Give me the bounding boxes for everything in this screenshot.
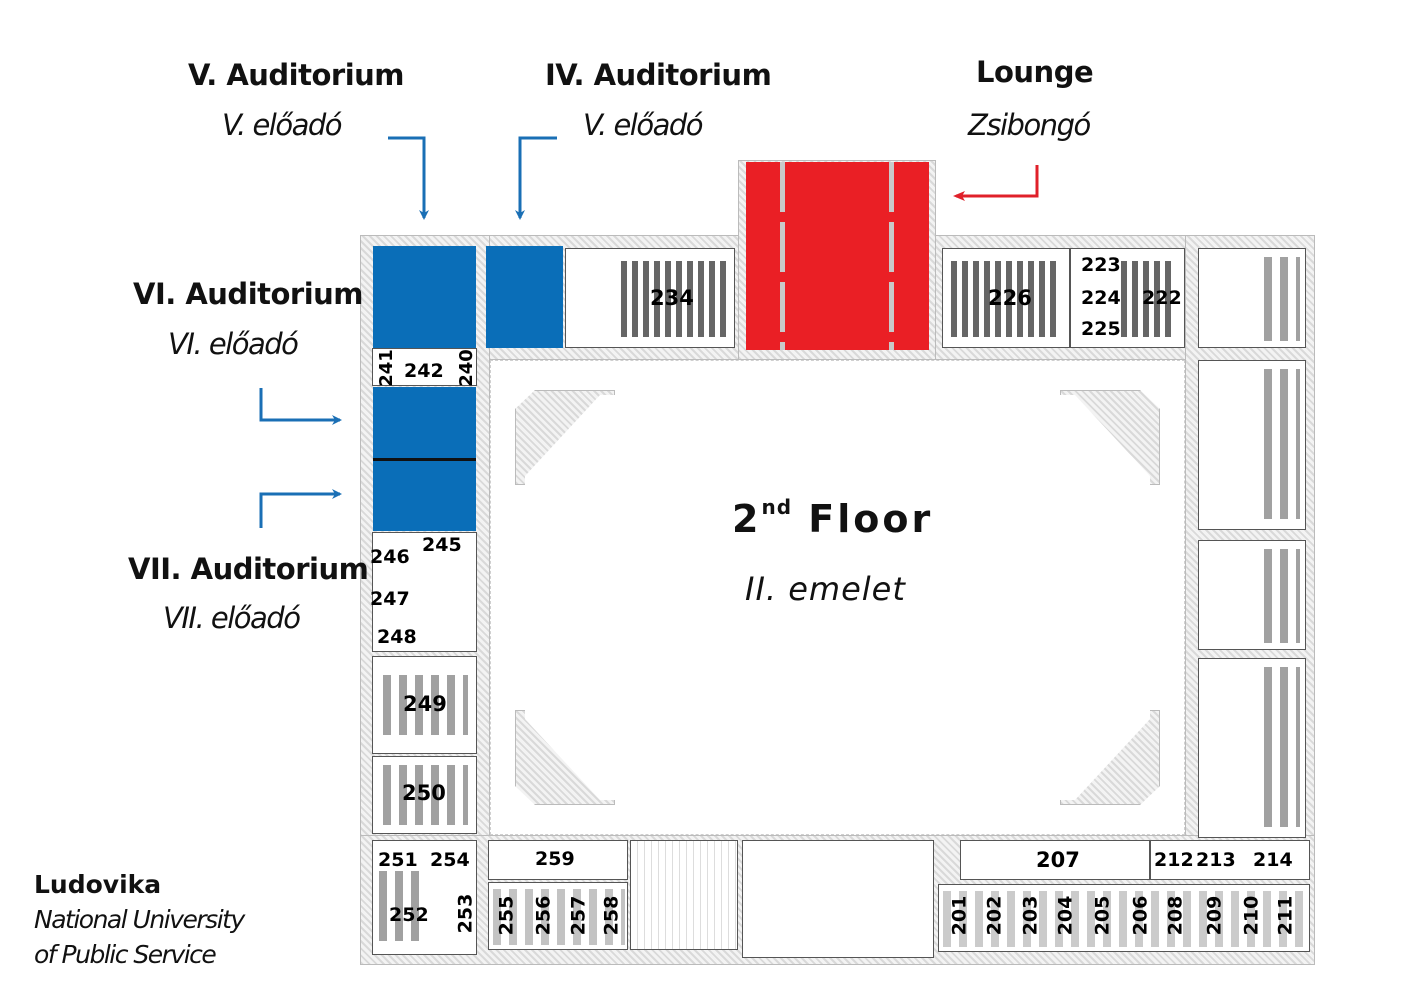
room-label-246: 246 <box>370 546 410 568</box>
lounge-arrow <box>953 165 1039 201</box>
east-offices-south <box>1198 658 1306 838</box>
room-label-234: 234 <box>650 286 694 310</box>
room-label-259: 259 <box>535 848 575 870</box>
iv-auditorium-title: IV. Auditorium <box>545 58 772 92</box>
room-label-222: 222 <box>1142 287 1182 309</box>
v-auditorium-area[interactable] <box>373 246 476 348</box>
vii-auditorium-subtitle: VII. előadó <box>163 601 301 635</box>
room-label-248: 248 <box>377 626 417 648</box>
room-234[interactable] <box>565 248 735 348</box>
room-207[interactable] <box>960 840 1150 880</box>
floor-subtitle: II. emelet <box>745 570 906 608</box>
east-offices-north <box>1198 248 1306 348</box>
east-offices-mid <box>1198 360 1306 530</box>
floor-title: 2nd Floor <box>732 495 934 541</box>
room-label-249: 249 <box>403 692 447 716</box>
room-255-258-block <box>488 882 628 950</box>
iv-auditorium-arrow <box>515 136 557 220</box>
room-label-252: 252 <box>389 904 429 926</box>
iv-auditorium-area[interactable] <box>486 246 563 348</box>
south-hall <box>742 840 934 958</box>
institution-line2: of Public Service <box>34 940 217 969</box>
room-label-245: 245 <box>422 534 462 556</box>
lounge-column-right <box>889 162 894 350</box>
room-label-213: 213 <box>1196 849 1236 871</box>
vi-auditorium-area[interactable] <box>373 387 476 459</box>
room-label-212: 212 <box>1154 849 1194 871</box>
lounge-column-left <box>780 162 785 350</box>
room-251-254-block <box>372 840 477 955</box>
iv-auditorium-subtitle: V. előadó <box>583 108 704 142</box>
v-auditorium-subtitle: V. előadó <box>222 108 343 142</box>
room-label-250: 250 <box>402 781 446 805</box>
vi-auditorium-title: VI. Auditorium <box>133 277 364 311</box>
lounge-title: Lounge <box>976 55 1094 89</box>
courtyard <box>525 395 1150 800</box>
lounge-subtitle: Zsibongó <box>968 108 1091 142</box>
vi-auditorium-arrow <box>259 388 342 425</box>
south-stairwell <box>630 840 738 950</box>
room-222[interactable] <box>1070 248 1185 348</box>
room-label-225: 225 <box>1081 318 1121 340</box>
room-label-224: 224 <box>1081 287 1121 309</box>
room-249[interactable] <box>372 656 477 754</box>
room-label-226: 226 <box>988 286 1032 310</box>
room-label-242: 242 <box>404 360 444 382</box>
room-label-254: 254 <box>430 849 470 871</box>
v-auditorium-title: V. Auditorium <box>188 58 405 92</box>
auditorium-divider <box>373 458 476 461</box>
room-201-211-block <box>938 884 1310 952</box>
room-226[interactable] <box>942 248 1070 348</box>
room-245-248-block <box>372 532 477 652</box>
room-label-207: 207 <box>1036 848 1080 872</box>
room-label-223: 223 <box>1081 254 1121 276</box>
vii-auditorium-arrow <box>259 489 342 528</box>
room-212-214-block <box>1150 840 1310 880</box>
lounge-area[interactable] <box>746 162 929 350</box>
room-259[interactable] <box>488 840 628 880</box>
room-label-251: 251 <box>378 849 418 871</box>
vii-auditorium-area[interactable] <box>373 461 476 531</box>
institution-line1: National University <box>34 905 245 934</box>
room-241-242-240 <box>372 348 477 386</box>
room-label-247: 247 <box>370 588 410 610</box>
institution-name: Ludovika <box>34 870 162 899</box>
room-label-214: 214 <box>1253 849 1293 871</box>
east-stairwell <box>1198 540 1306 650</box>
vi-auditorium-subtitle: VI. előadó <box>168 327 299 361</box>
v-auditorium-arrow <box>388 136 429 220</box>
room-250[interactable] <box>372 756 477 834</box>
vii-auditorium-title: VII. Auditorium <box>128 552 369 586</box>
